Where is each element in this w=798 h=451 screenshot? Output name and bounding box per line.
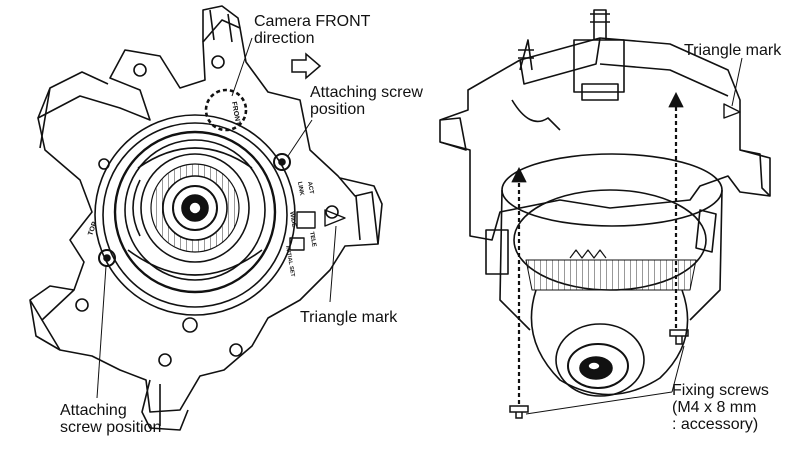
- latch-arm: [511, 99, 561, 131]
- camera-front-label-line1: Camera FRONT: [254, 13, 371, 30]
- housing-ring-4: [124, 139, 266, 281]
- left-leader-lines: [96, 37, 337, 399]
- attaching-screw-bottom-line2: screw position: [60, 419, 162, 436]
- mount-screw-2: [211, 55, 225, 69]
- tele-marking: TELE: [308, 231, 317, 247]
- front-marking: FRONT: [230, 101, 241, 127]
- triangle-mark-left-label: Triangle mark: [300, 309, 397, 326]
- mount-arm-bottom: [141, 379, 189, 431]
- inner-segment-2: [127, 249, 263, 276]
- lens-center: [188, 201, 202, 215]
- housing-ring-3: [113, 130, 277, 294]
- mount-plate-top-edge: [519, 37, 601, 85]
- fixing-screws-line1: Fixing screws: [672, 382, 769, 399]
- triangle-mark-right: [723, 103, 741, 119]
- mount-arm-right: [339, 177, 383, 245]
- attaching-screw-top-line1: Attaching screw: [310, 84, 423, 101]
- leader-attaching-screw-bottom: [96, 265, 107, 399]
- leader-triangle-mark-right: [731, 57, 743, 107]
- housing-ring-2: [102, 122, 288, 308]
- mount-screw-8: [98, 158, 110, 170]
- initial-set-button: [289, 237, 305, 251]
- mount-screw-7: [158, 353, 172, 367]
- attaching-screw-bottom-line1: Attaching: [60, 402, 127, 419]
- link-marking: LINK: [296, 181, 304, 196]
- mount-plate-left-flange: [439, 117, 467, 151]
- mount-screw-6: [229, 343, 243, 357]
- lens-glass: [172, 185, 218, 231]
- attaching-screw-top-line2: position: [310, 101, 366, 118]
- mount-arm-lower-left: [29, 285, 75, 351]
- mount-plate-right-flange: [739, 149, 771, 197]
- inner-segment-3: [132, 179, 141, 237]
- base-plate-outline: [37, 19, 379, 413]
- top-connector-detail: [581, 83, 619, 101]
- insertion-arrows: [511, 91, 684, 404]
- fixing-screws-line2: (M4 x 8 mm: [672, 399, 757, 416]
- mount-screw-3: [325, 205, 339, 219]
- zoom-switch: [296, 211, 316, 229]
- triangle-mark-right-label: Triangle mark: [684, 42, 781, 59]
- attaching-screw-bottom-label: Attaching screw position: [60, 402, 161, 436]
- side-latch-right: [695, 209, 717, 253]
- top-connector-block: [573, 39, 625, 93]
- left-camera-drawing: [29, 5, 383, 431]
- lens-barrel: [555, 323, 645, 397]
- housing-outer-ring: [94, 114, 296, 316]
- triangle-mark-right-text: Triangle mark: [684, 42, 782, 59]
- top-cable: [590, 9, 610, 40]
- act-marking: ACT: [306, 181, 314, 195]
- attaching-screw-top: [273, 153, 291, 171]
- top-marking: TOP: [87, 221, 99, 237]
- direction-arrow-icon: [291, 52, 322, 80]
- camera-front-label: Camera FRONT direction: [254, 13, 370, 47]
- camera-ribbed-ring: [525, 259, 697, 291]
- fixing-screw-left: [509, 405, 529, 419]
- fixing-screws-line3: : accessory): [672, 416, 759, 433]
- inner-segment-1: [137, 147, 253, 169]
- leader-triangle-mark-left: [329, 225, 337, 303]
- mount-screw-1: [133, 63, 147, 77]
- fixing-screw-right: [669, 329, 689, 345]
- left-camera-markings: FRONT TOP LINK ACT WIDE TELE INITIAL SET: [87, 101, 316, 278]
- mount-plate-outline: [439, 37, 771, 241]
- wide-marking: WIDE: [288, 211, 297, 227]
- mount-arm-upper-left: [37, 71, 109, 149]
- leader-fixing-screws: [525, 345, 685, 415]
- fixing-screws-label: Fixing screws (M4 x 8 mm : accessory): [672, 382, 769, 433]
- right-camera-drawing: [439, 9, 771, 397]
- fixing-screws: [509, 329, 689, 419]
- right-leader-lines: [525, 57, 743, 415]
- attaching-screw-bottom: [98, 249, 116, 267]
- attaching-screw-top-label: Attaching screw position: [310, 84, 423, 118]
- camera-front-label-line2: direction: [254, 30, 315, 47]
- initial-set-marking: INITIAL SET: [284, 245, 295, 278]
- mount-screw-4: [182, 317, 198, 333]
- lens-ring-outer: [140, 153, 250, 263]
- lens-ring: [567, 343, 629, 389]
- spring-clip-left: [518, 39, 534, 71]
- leader-camera-front: [231, 37, 253, 97]
- mount-screw-5: [75, 298, 89, 312]
- mount-arm-top: [202, 5, 241, 43]
- triangle-mark-left-text: Triangle mark: [300, 309, 398, 326]
- gear-teeth: [569, 249, 607, 259]
- triangle-mark-left: [324, 209, 346, 227]
- leader-attaching-screw-top: [287, 119, 313, 157]
- front-mark-highlight: [204, 88, 248, 132]
- dome-housing: [530, 289, 689, 396]
- side-connector-left: [485, 229, 509, 275]
